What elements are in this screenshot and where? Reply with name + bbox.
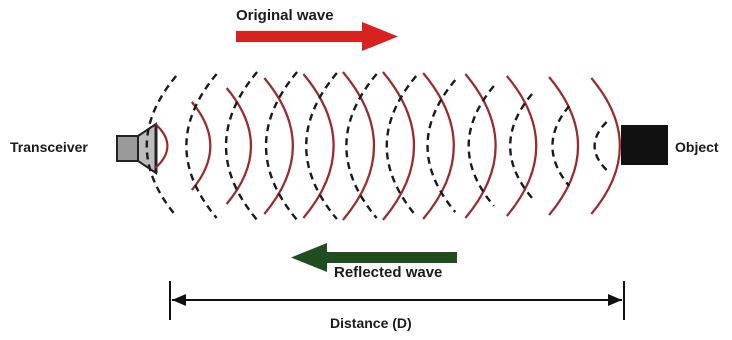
transceiver-icon [116, 122, 158, 175]
transceiver-body [116, 135, 139, 162]
reflected-wave-label: Reflected wave [334, 264, 443, 281]
reflected-wave-front [345, 73, 378, 219]
distance-dimension [169, 281, 625, 320]
object-label: Object [675, 139, 719, 155]
reflected-wave-front [467, 85, 495, 207]
transmitted-wave-front [225, 87, 253, 205]
original-arrow-head [362, 22, 398, 51]
reflected-wave-front [185, 73, 218, 219]
transmitted-wave-front [505, 75, 538, 217]
reflected-wave-arrow [291, 243, 457, 272]
object-block [621, 125, 668, 165]
transmitted-wave-front [154, 123, 169, 169]
distance-arrowhead-left [172, 294, 186, 306]
reflected-wave-front [305, 72, 338, 220]
reflected-wave-front [593, 121, 608, 171]
original-arrow-shaft [236, 31, 364, 42]
original-wave-label: Original wave [236, 7, 334, 24]
wave-fronts [145, 71, 621, 221]
transmitted-wave-front [263, 77, 294, 215]
distance-label: Distance (D) [330, 315, 412, 331]
transmitted-wave-front [382, 71, 416, 221]
transmitted-wave-front [590, 77, 621, 215]
transmitted-wave-front [548, 76, 579, 216]
transmitted-wave-front [302, 73, 335, 219]
transceiver-label: Transceiver [10, 139, 88, 155]
reflected-wave-front [508, 93, 533, 199]
reflected-wave-front [551, 105, 571, 187]
reflected-wave-front [145, 75, 178, 217]
reflected-wave-front [426, 79, 457, 213]
transmitted-wave-front [464, 73, 497, 219]
distance-arrowhead-right [608, 294, 622, 306]
transmitted-wave-front [342, 71, 376, 221]
transmitted-wave-front [422, 72, 455, 220]
reflected-wave-front [385, 75, 418, 217]
reflected-arrow-shaft [325, 252, 457, 263]
reflected-arrow-head [291, 243, 327, 272]
transmitted-wave-front [190, 101, 212, 191]
original-wave-arrow [236, 22, 398, 51]
